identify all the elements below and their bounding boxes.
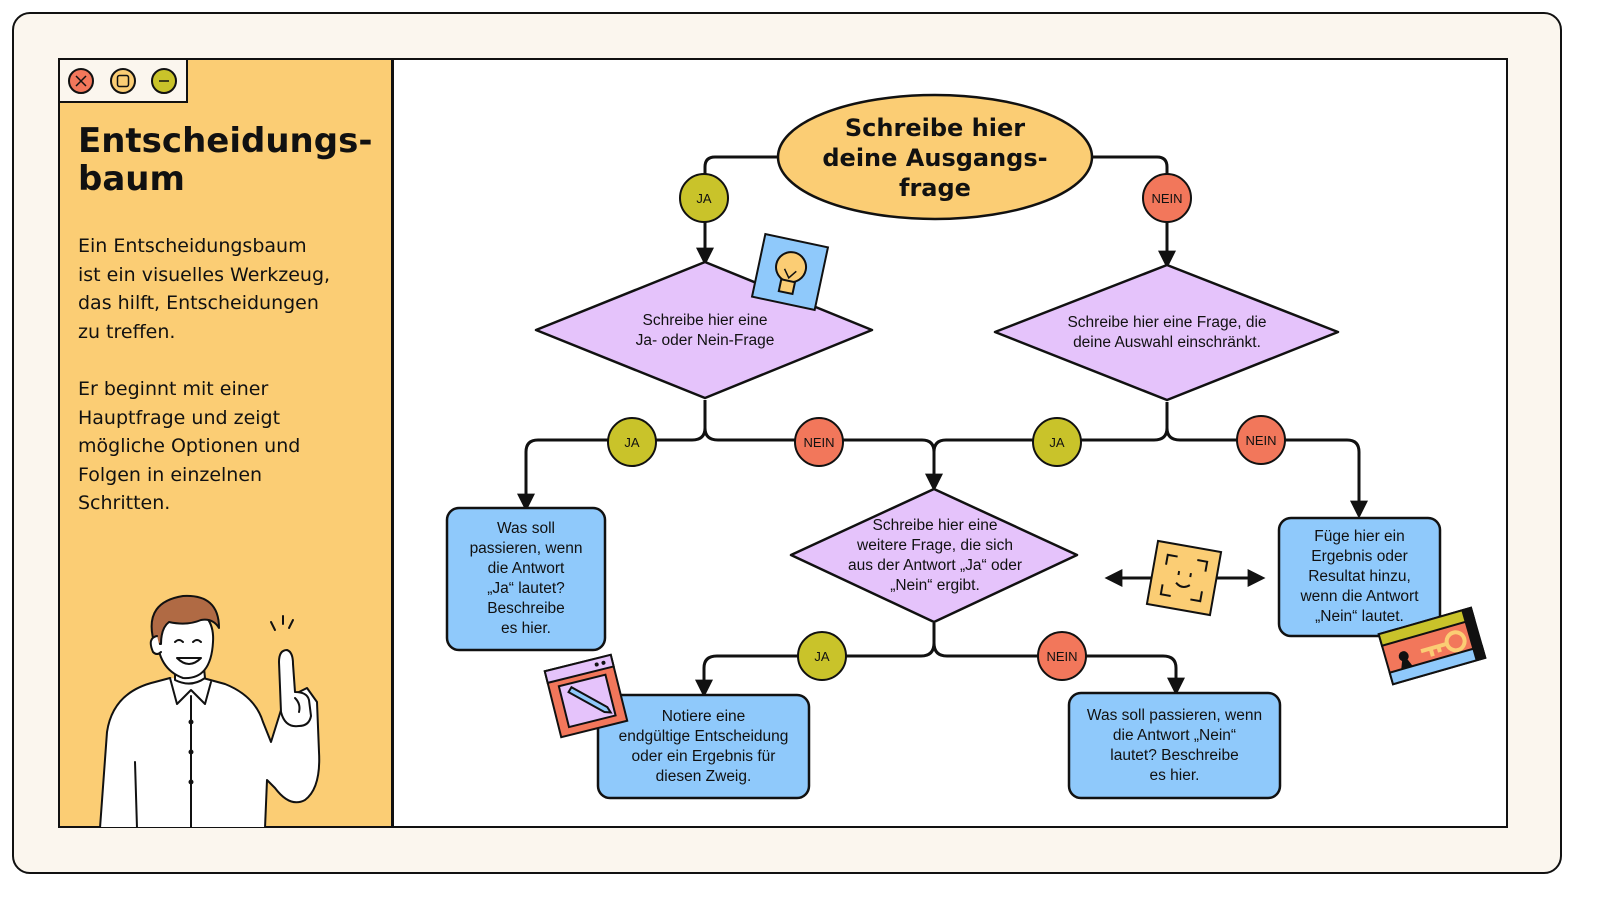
- pencil-icon: [543, 653, 629, 739]
- maximize-icon[interactable]: [110, 68, 136, 94]
- start-question[interactable]: Schreibe hier deine Ausgangs- frage: [822, 113, 1048, 202]
- yes-label: JA: [814, 648, 830, 664]
- window-controls: [58, 58, 188, 103]
- no-label: NEIN: [803, 434, 835, 450]
- no-badge: [1236, 415, 1286, 465]
- sidebar-paragraph-intro: Ein Entscheidungsbaum ist ein visuelles …: [78, 235, 331, 343]
- box-final-shape: [596, 693, 811, 800]
- decision-left-text[interactable]: Schreibe hier eine Ja- oder Nein-Frage: [635, 312, 775, 349]
- connector-start-yes: [696, 155, 780, 266]
- close-icon[interactable]: [68, 68, 94, 94]
- no-label: NEIN: [1151, 190, 1183, 206]
- minimize-icon[interactable]: [151, 68, 177, 94]
- decision-center-shape: [789, 487, 1079, 624]
- box-result-right-text[interactable]: Füge hier ein Ergebnis oder Resultat hin…: [1300, 528, 1419, 625]
- box-final-text[interactable]: Notiere eine endgültige Entscheidung ode…: [618, 707, 789, 785]
- yes-label: JA: [1049, 434, 1065, 450]
- yes-label: JA: [624, 434, 640, 450]
- no-label: NEIN: [1245, 432, 1277, 448]
- no-badge: [794, 417, 844, 467]
- lightbulb-icon: [750, 232, 830, 312]
- box-no-bottom-shape: [1067, 691, 1282, 800]
- connector-start-no: [1090, 155, 1176, 269]
- face-scan-icon: [1145, 539, 1223, 617]
- decision-right-shape: [993, 263, 1340, 402]
- no-label: NEIN: [1046, 648, 1078, 664]
- box-result-right-shape: [1277, 516, 1442, 638]
- key-icon: [1377, 606, 1487, 686]
- yes-badge: [1032, 417, 1082, 467]
- person-illustration: [99, 594, 321, 828]
- sidebar-title: Entscheidungs- baum: [78, 121, 373, 199]
- box-yes-left-text[interactable]: Was soll passieren, wenn die Antwort „Ja…: [469, 520, 583, 637]
- yes-badge: [797, 631, 847, 681]
- box-yes-left-shape: [445, 506, 607, 652]
- decision-right-text[interactable]: Schreibe hier eine Frage, die deine Ausw…: [1067, 314, 1267, 351]
- yes-badge: [607, 417, 657, 467]
- yes-label: JA: [696, 190, 712, 206]
- sidebar-paragraph-detail: Er beginnt mit einer Hauptfrage und zeig…: [78, 378, 301, 514]
- box-no-bottom-text[interactable]: Was soll passieren, wenn die Antwort „Ne…: [1086, 706, 1263, 784]
- start-node-shape: [776, 93, 1094, 221]
- no-badge: [1142, 173, 1192, 223]
- no-badge: [1037, 631, 1087, 681]
- yes-badge: [679, 173, 729, 223]
- decision-center-text[interactable]: Schreibe hier eine weitere Frage, die si…: [847, 517, 1023, 594]
